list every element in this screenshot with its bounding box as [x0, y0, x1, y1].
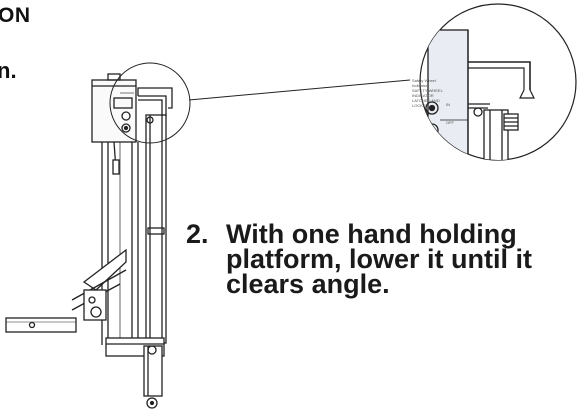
- hook-bracket: [137, 87, 173, 109]
- detail-tag-in: IN: [446, 102, 450, 107]
- heading-fragment: ON: [0, 4, 31, 27]
- detail-label-line: SAFETY WHEEL INDICATOR: [412, 88, 443, 98]
- step-line-1: 2. With one hand holding: [186, 219, 566, 249]
- control-box: [91, 73, 137, 143]
- detail-label-line: Safety Wheel Indicator: [412, 78, 436, 88]
- step-instruction: 2. With one hand holding platform, lower …: [186, 219, 566, 299]
- angle-arm: [5, 317, 77, 333]
- detail-label-line: LATCHED AND LOCKED: [412, 98, 440, 108]
- leader-line: [188, 79, 411, 101]
- instruction-fragment: n.: [0, 58, 17, 83]
- base: [105, 337, 165, 409]
- mast: [101, 142, 139, 345]
- pendant: [112, 159, 120, 175]
- step-text-line: With one hand holding: [226, 219, 517, 249]
- step-text-line: platform, lower it until it: [226, 244, 532, 274]
- lower-frame: [5, 248, 127, 333]
- detail-tag-off: OFF: [446, 120, 454, 125]
- detail-label: Safety Wheel Indicator SAFETY WHEEL INDI…: [412, 78, 452, 108]
- platform: [138, 95, 167, 344]
- step-text-line: clears angle.: [226, 269, 390, 299]
- step-number: 2.: [186, 219, 209, 249]
- detail-callout-circle: [109, 62, 191, 144]
